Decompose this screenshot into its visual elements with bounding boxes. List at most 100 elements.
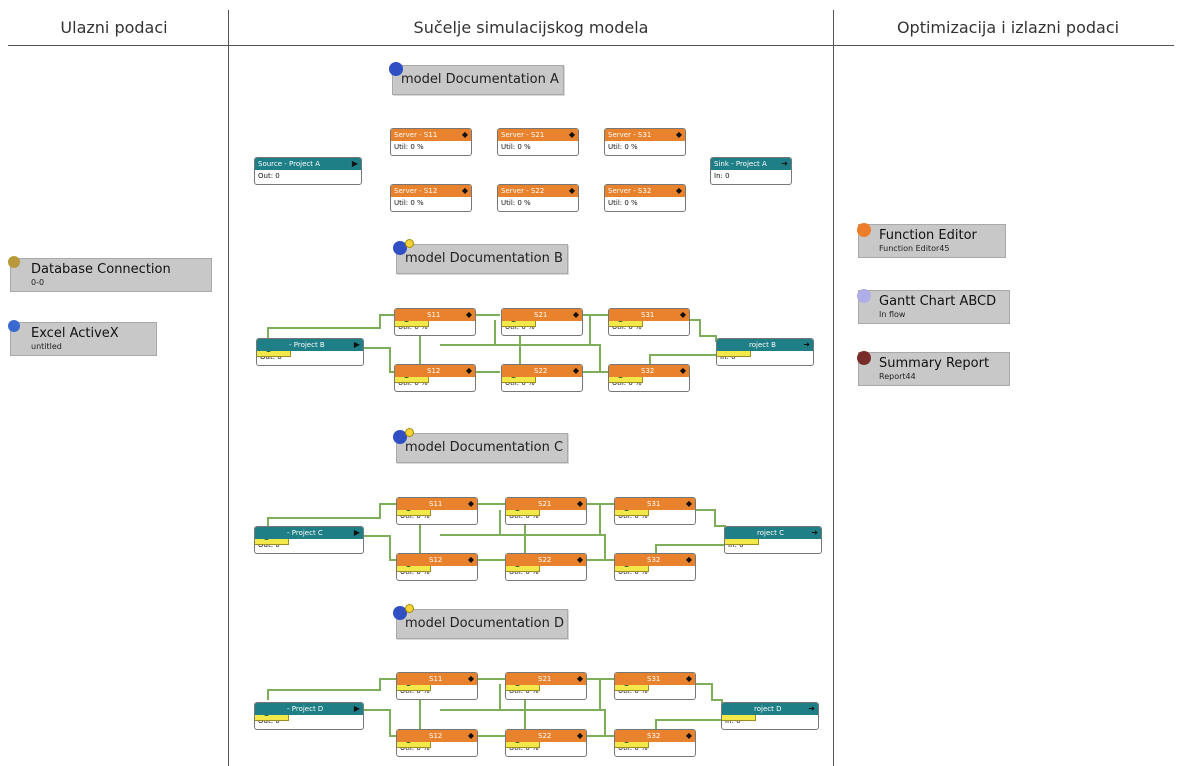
server-d-s21[interactable]: S21◆ Util: 0 % (505, 672, 587, 700)
server-util: Util: 0 % (612, 379, 642, 387)
arrow-right-icon: ➜ (781, 159, 788, 168)
server-title: S32 (647, 556, 661, 564)
server-c-s31[interactable]: S31◆ Util: 0 % (614, 497, 696, 525)
server-title: Server - S22 (501, 187, 545, 195)
server-b-s22[interactable]: S22◆ Util: 0 % (501, 364, 583, 392)
server-d-s12[interactable]: S12◆ Util: 0 % (396, 729, 478, 757)
sink-project-a[interactable]: Sink - Project A➜ In: 0 (710, 157, 792, 185)
server-d-s31[interactable]: S31◆ Util: 0 % (614, 672, 696, 700)
server-util: Util: 0 % (608, 143, 638, 151)
sink-b-title: roject B (749, 341, 776, 349)
diamond-icon: ◆ (679, 366, 686, 375)
gantt-chart-element[interactable]: Gantt Chart ABCD In flow (857, 289, 1010, 324)
server-util: Util: 0 % (608, 199, 638, 207)
diamond-icon: ◆ (685, 499, 692, 508)
sink-project-d[interactable]: roject D➜ In: 0 (721, 702, 819, 730)
header-input-data: Ulazni podaci (60, 18, 168, 37)
diamond-icon: ◆ (465, 366, 472, 375)
doc-d-flag-icon (405, 604, 414, 613)
server-title: S11 (429, 675, 443, 683)
server-title: S31 (647, 675, 661, 683)
server-title: S22 (538, 732, 552, 740)
database-connection-element[interactable]: Database Connection 0-0 (8, 256, 212, 292)
server-util: Util: 0 % (505, 379, 535, 387)
diamond-icon: ◆ (572, 310, 579, 319)
server-a-s22[interactable]: Server - S22◆ Util: 0 % (497, 184, 579, 212)
function-editor-title: Function Editor (879, 228, 977, 243)
server-util: Util: 0 % (509, 568, 539, 576)
server-title: S32 (641, 367, 655, 375)
diamond-icon: ◆ (685, 731, 692, 740)
server-c-s12[interactable]: S12◆ Util: 0 % (396, 553, 478, 581)
diamond-icon: ◆ (675, 130, 682, 139)
source-b-title: - Project B (289, 341, 325, 349)
server-b-s11[interactable]: S11 ◆ Util: 0 % (394, 308, 476, 336)
header-optimization-output: Optimizacija i izlazni podaci (896, 18, 1120, 37)
server-d-s32[interactable]: S32◆ Util: 0 % (614, 729, 696, 757)
header-simulation-interface: Sučelje simulacijskog modela (413, 18, 649, 37)
doc-c-dot-icon (393, 430, 407, 444)
diamond-icon: ◆ (675, 186, 682, 195)
sink-c-title: roject C (757, 529, 784, 537)
diamond-icon: ◆ (568, 130, 575, 139)
server-b-s32[interactable]: S32 ◆ Util: 0 % (608, 364, 690, 392)
source-a-value: Out: 0 (258, 172, 280, 180)
server-util: Util: 0 % (618, 744, 648, 752)
source-a-title: Source - Project A (258, 160, 320, 168)
server-c-s11[interactable]: S11◆ Util: 0 % (396, 497, 478, 525)
server-util: Util: 0 % (394, 143, 424, 151)
server-title: S21 (538, 675, 552, 683)
server-title: S12 (427, 367, 441, 375)
function-editor-element[interactable]: Function Editor Function Editor45 (857, 223, 1006, 258)
model-documentation-d[interactable]: model Documentation D (393, 604, 568, 639)
server-title: S11 (427, 311, 441, 319)
source-project-d[interactable]: - Project D▶ Out: 0 (254, 702, 364, 730)
server-c-s22[interactable]: S22 ◆ Util: 0 % (505, 553, 587, 581)
server-util: Util: 0 % (398, 323, 428, 331)
summary-report-element[interactable]: Summary Report Report44 (857, 351, 1010, 386)
diamond-icon: ◆ (465, 310, 472, 319)
diamond-icon: ◆ (467, 499, 474, 508)
source-c-value: Out: 0 (258, 541, 280, 549)
doc-b-flag-icon (405, 239, 414, 248)
server-a-s11[interactable]: Server - S11◆ Util: 0 % (390, 128, 472, 156)
source-project-c[interactable]: - Project C▶ Out: 0 (254, 526, 364, 554)
server-a-s31[interactable]: Server - S31◆ Util: 0 % (604, 128, 686, 156)
source-d-title: - Project D (287, 705, 324, 713)
sink-b-value: In: 0 (720, 353, 736, 361)
server-util: Util: 0 % (400, 568, 430, 576)
doc-b-dot-icon (393, 241, 407, 255)
server-b-s12[interactable]: S12◆ Util: 0 % (394, 364, 476, 392)
server-b-s31[interactable]: S31◆ Util: 0 % (608, 308, 690, 336)
excel-activex-element[interactable]: Excel ActiveX untitled (8, 320, 157, 356)
source-project-a[interactable]: Source - Project A▶ Out: 0 (254, 157, 362, 185)
server-title: S11 (429, 500, 443, 508)
server-c-s32[interactable]: S32 ◆ Util: 0 % (614, 553, 696, 581)
doc-b-label: model Documentation B (405, 251, 563, 266)
server-util: Util: 0 % (618, 568, 648, 576)
sink-project-c[interactable]: roject C➜ In: 0 (724, 526, 822, 554)
diamond-icon: ◆ (576, 555, 583, 564)
diamond-icon: ◆ (685, 674, 692, 683)
sink-project-b[interactable]: roject B ➜ In: 0 (716, 338, 814, 366)
model-documentation-b[interactable]: model Documentation B (393, 239, 568, 274)
summary-report-dot-icon (857, 351, 871, 365)
model-documentation-c[interactable]: model Documentation C (393, 428, 568, 463)
server-title: S22 (538, 556, 552, 564)
server-a-s32[interactable]: Server - S32◆ Util: 0 % (604, 184, 686, 212)
server-a-s12[interactable]: Server - S12◆ Util: 0 % (390, 184, 472, 212)
excel-activex-title: Excel ActiveX (31, 326, 119, 341)
server-d-s11[interactable]: S11◆ Util: 0 % (396, 672, 478, 700)
server-a-s21[interactable]: Server - S21◆ Util: 0 % (497, 128, 579, 156)
server-title: S12 (429, 732, 443, 740)
server-util: Util: 0 % (612, 323, 642, 331)
arrow-right-icon: ➜ (803, 340, 810, 349)
source-project-b[interactable]: - Project B▶ Out: 0 (256, 338, 364, 366)
server-c-s21[interactable]: S21◆ Util: 0 % (505, 497, 587, 525)
server-d-s22[interactable]: S22◆ Util: 0 % (505, 729, 587, 757)
diamond-icon: ◆ (685, 555, 692, 564)
model-documentation-a[interactable]: model Documentation A (389, 62, 564, 95)
diamond-icon: ◆ (576, 499, 583, 508)
sink-d-value: In: 0 (725, 717, 741, 725)
server-b-s21[interactable]: S21◆ Util: 0 % (501, 308, 583, 336)
